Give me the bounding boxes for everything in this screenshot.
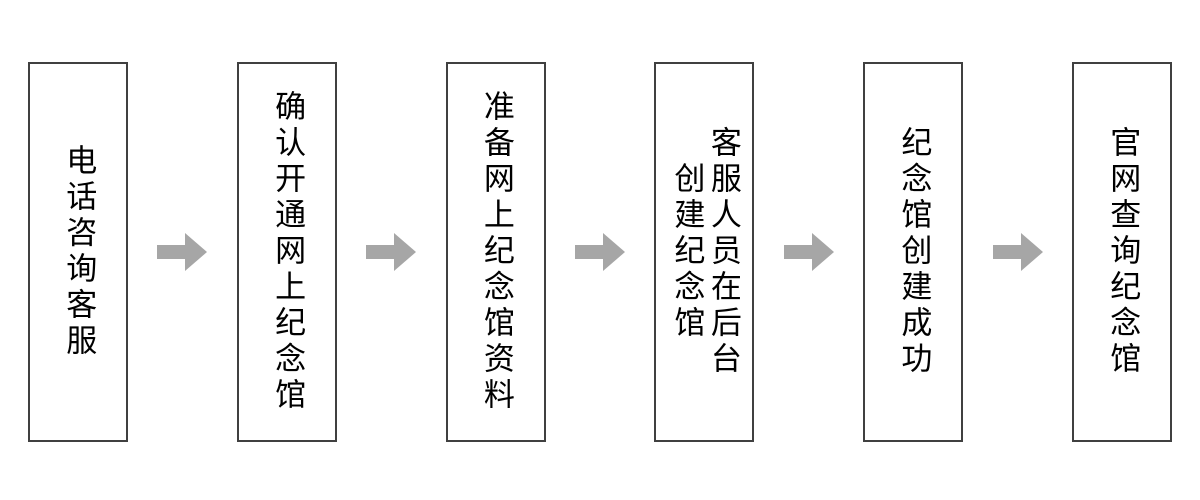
process-node-label: 客服人员在后台创建纪念馆: [668, 126, 741, 378]
process-node-label: 官网查询纪念馆: [1104, 126, 1141, 378]
process-node-step-3[interactable]: 准备网上纪念馆资料: [445, 62, 546, 442]
right-arrow-icon-3: [571, 62, 629, 442]
process-node-label: 准备网上纪念馆资料: [477, 90, 514, 414]
process-node-label: 确认开通网上纪念馆: [269, 90, 306, 414]
process-node-step-4[interactable]: 客服人员在后台创建纪念馆: [654, 62, 755, 442]
right-arrow-icon-2: [362, 62, 420, 442]
process-node-step-5[interactable]: 纪念馆创建成功: [863, 62, 964, 442]
right-arrow-icon-1: [153, 62, 211, 442]
process-node-step-1[interactable]: 电话咨询客服: [28, 62, 128, 442]
process-node-label: 电话咨询客服: [60, 144, 97, 360]
process-flow: 电话咨询客服 确认开通网上纪念馆 准备网上纪念馆资料 客服人员在后台创建纪念馆: [28, 62, 1172, 442]
process-node-step-6[interactable]: 官网查询纪念馆: [1071, 62, 1172, 442]
right-arrow-icon-4: [780, 62, 838, 442]
process-node-step-2[interactable]: 确认开通网上纪念馆: [236, 62, 337, 442]
process-node-label: 纪念馆创建成功: [895, 126, 932, 378]
right-arrow-icon-5: [989, 62, 1047, 442]
